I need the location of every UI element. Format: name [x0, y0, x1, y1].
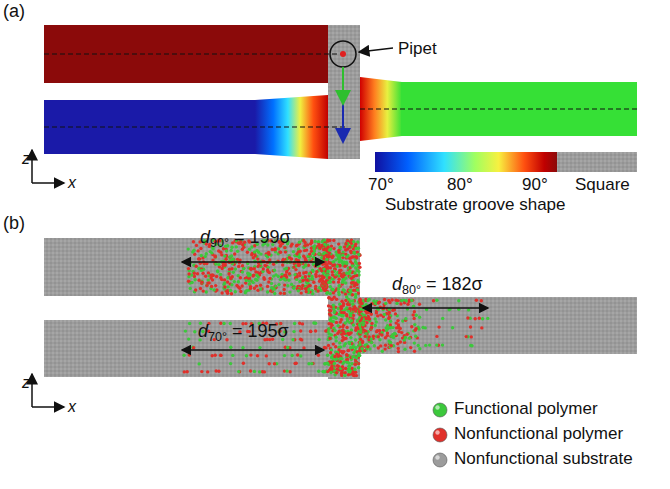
panel-a: [32, 25, 637, 183]
legend-swatch: [433, 428, 447, 442]
scale-label: 70°: [368, 176, 394, 195]
polymer-particles: [182, 238, 489, 377]
swatch-highlight: [435, 405, 439, 409]
axis-label: x: [68, 174, 76, 192]
swatch-highlight: [435, 455, 439, 459]
dimension-arrow: [182, 349, 324, 351]
scale-label: 90°: [522, 176, 548, 195]
square-swatch: [557, 152, 637, 172]
axis-z: [31, 150, 33, 183]
pipet-tip: [340, 51, 346, 57]
green-move-arrow: [342, 67, 344, 104]
axis-label: x: [68, 398, 76, 416]
legend-text: Nonfunctional polymer: [454, 425, 623, 444]
panel-b: [32, 238, 637, 467]
scale-label: 80°: [447, 176, 473, 195]
scale-label: Square: [575, 176, 630, 195]
scale-title: Substrate groove shape: [385, 196, 566, 215]
axis-z: [31, 374, 33, 407]
legend-swatch: [433, 403, 447, 417]
leader-line: [359, 48, 393, 52]
axis-x: [32, 182, 64, 184]
dimension-arrow: [182, 261, 324, 263]
center-line: [44, 126, 346, 127]
axis-label: z: [22, 374, 30, 392]
pipet-label: Pipet: [398, 40, 437, 59]
blue-move-arrow: [342, 67, 344, 142]
panel-label: (b): [3, 214, 25, 234]
substrate-band: [360, 297, 637, 354]
swatch-highlight: [435, 430, 439, 434]
panel-label: (a): [3, 2, 25, 22]
substrate-band: [44, 320, 330, 377]
dimension-label: d70° = 195σ: [198, 322, 289, 345]
pipet-circle: [330, 41, 356, 67]
dimension-label: d80° = 182σ: [392, 275, 483, 298]
square-column: [328, 25, 360, 159]
color-bar: [375, 152, 557, 172]
axis-label: z: [22, 150, 30, 168]
legend-text: Nonfunctional substrate: [454, 450, 633, 469]
dimension-arrow: [363, 307, 488, 309]
center-line: [44, 53, 346, 54]
axis-x: [32, 406, 64, 408]
center-line: [360, 108, 637, 109]
legend-text: Functional polymer: [454, 400, 598, 419]
substrate-column: [328, 238, 360, 379]
legend-swatch: [433, 453, 447, 467]
dimension-label: d90° = 199σ: [200, 228, 291, 251]
